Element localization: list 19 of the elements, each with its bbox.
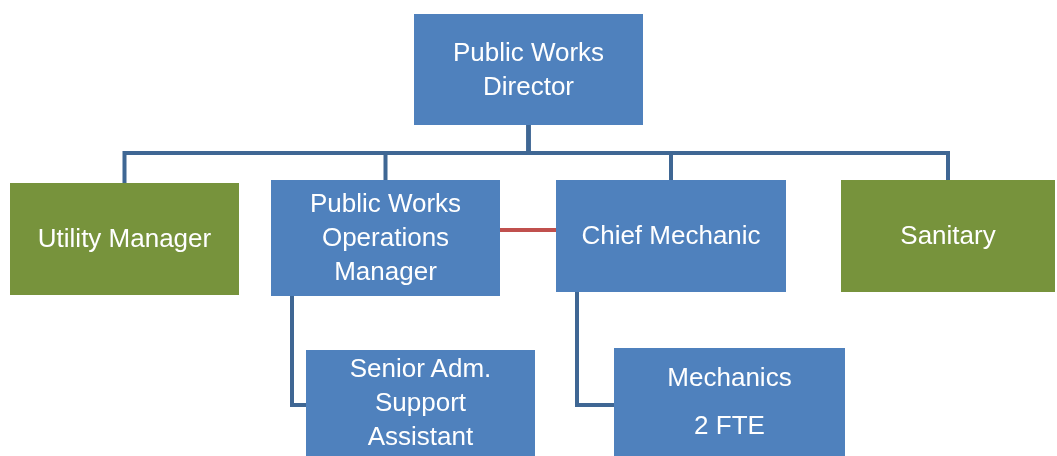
org-box xyxy=(614,348,845,456)
org-box xyxy=(841,180,1055,292)
box-label: Public Works Operations Manager xyxy=(308,187,463,288)
connector-line xyxy=(500,228,556,232)
box-label: Utility Manager xyxy=(37,222,212,256)
connector-line xyxy=(575,292,614,407)
org-box xyxy=(306,350,535,456)
org-box xyxy=(414,14,643,125)
box-label: Sanitary xyxy=(900,219,996,253)
org-box xyxy=(556,180,786,292)
box-label: Public Works Director xyxy=(451,35,606,103)
connector-line xyxy=(290,296,306,407)
connector-line xyxy=(526,125,950,180)
org-box xyxy=(271,180,500,296)
box-label: Senior Adm. Support Assistant xyxy=(348,352,493,453)
org-box xyxy=(10,183,239,295)
box-label: Chief Mechanic xyxy=(581,219,761,253)
box-label: 2 FTE xyxy=(694,409,765,442)
box-label: Mechanics xyxy=(667,361,792,395)
